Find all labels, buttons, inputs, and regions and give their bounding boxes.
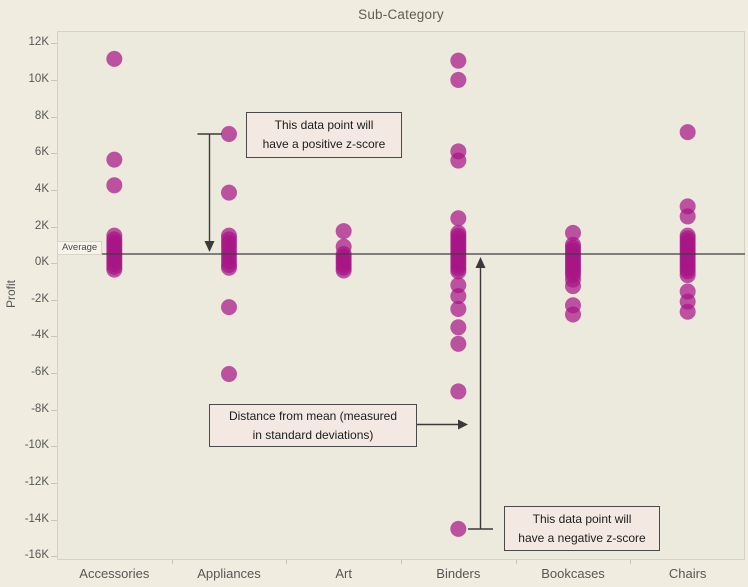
y-tick-label: 10K [28, 72, 49, 85]
y-tick-mark [51, 336, 57, 338]
x-category-label-accessories[interactable]: Accessories [79, 566, 150, 581]
y-tick-label: 0K [34, 256, 49, 269]
y-tick-mark [51, 483, 57, 485]
data-point[interactable] [450, 263, 467, 280]
y-tick-label: -4K [31, 329, 49, 342]
y-tick-mark [51, 226, 57, 228]
data-point[interactable] [335, 262, 352, 279]
x-category-label-art[interactable]: Art [335, 566, 352, 581]
x-tick-mark [630, 560, 632, 564]
annotation-text-line: in standard deviations) [252, 427, 374, 442]
annotation-text-line: This data point will [274, 118, 374, 132]
data-point[interactable] [450, 383, 467, 400]
y-tick-label: -8K [31, 402, 49, 415]
data-point[interactable] [450, 71, 467, 88]
y-tick-label: -12K [24, 476, 49, 489]
plot-area [57, 31, 745, 560]
y-tick-mark [51, 446, 57, 448]
data-point[interactable] [335, 223, 352, 240]
annotation-distance-from-mean: Distance from mean (measured in standard… [209, 404, 417, 447]
y-tick-mark [51, 409, 57, 411]
data-point[interactable] [106, 50, 123, 67]
y-tick-mark [51, 556, 57, 558]
x-tick-mark [401, 560, 402, 564]
data-point[interactable] [106, 261, 123, 278]
data-point[interactable] [221, 184, 237, 201]
x-category-label-binders[interactable]: Binders [436, 566, 481, 581]
y-tick-mark [51, 116, 57, 118]
y-tick-label: -2K [31, 292, 49, 305]
y-tick-label: -10K [24, 439, 49, 452]
annotation-text-line: have a negative z-score [518, 530, 646, 545]
data-point[interactable] [221, 299, 237, 316]
data-point[interactable] [450, 335, 467, 352]
data-point[interactable] [679, 124, 696, 141]
data-point[interactable] [679, 303, 696, 320]
annotation-text-line: Distance from mean (measured [228, 408, 398, 423]
data-point[interactable] [450, 152, 467, 169]
data-point[interactable] [221, 125, 237, 142]
x-tick-mark [171, 560, 173, 564]
chart-title: Sub-Category [358, 7, 444, 22]
data-point[interactable] [450, 277, 467, 294]
y-tick-mark [51, 153, 57, 155]
data-point[interactable] [679, 208, 696, 225]
data-point[interactable] [450, 319, 467, 336]
data-point[interactable] [450, 300, 467, 317]
data-point[interactable] [450, 288, 467, 305]
y-tick-label: -6K [31, 366, 49, 379]
y-tick-label: 8K [34, 109, 49, 122]
y-tick-mark [51, 79, 57, 81]
data-point[interactable] [450, 52, 467, 69]
x-category-label-appliances[interactable]: Appliances [197, 566, 261, 581]
x-tick-mark [515, 560, 517, 564]
y-tick-mark [51, 373, 57, 375]
data-point[interactable] [450, 210, 467, 227]
x-category-label-bookcases[interactable]: Bookcases [541, 566, 605, 581]
y-tick-label: -14K [24, 512, 49, 525]
annotation-positive-zscore: This data point will have a positive z-s… [246, 112, 402, 158]
annotation-text-line: This data point will [532, 511, 632, 526]
annotation-negative-zscore: This data point will have a negative z-s… [504, 506, 660, 551]
x-tick-mark [286, 560, 288, 564]
y-tick-label: 2K [34, 219, 49, 232]
average-line-label: Average [57, 241, 103, 255]
y-tick-mark [51, 43, 57, 45]
annotation-text-line: have a positive z-score [262, 137, 386, 151]
data-point[interactable] [565, 224, 581, 241]
y-tick-label: 6K [34, 146, 49, 159]
y-tick-label: -16K [24, 549, 49, 562]
data-point[interactable] [106, 177, 123, 194]
y-tick-mark [51, 189, 57, 191]
data-point[interactable] [106, 151, 123, 168]
data-point[interactable] [565, 278, 581, 295]
data-point[interactable] [450, 520, 467, 537]
y-tick-label: 4K [34, 182, 49, 195]
data-point[interactable] [221, 366, 237, 383]
data-point[interactable] [565, 306, 581, 323]
data-point[interactable] [221, 259, 237, 276]
y-tick-mark [51, 299, 57, 301]
x-category-label-chairs[interactable]: Chairs [668, 566, 707, 581]
y-tick-label: 12K [28, 36, 49, 49]
data-point[interactable] [679, 267, 696, 284]
y-tick-mark [51, 263, 57, 265]
y-tick-mark [51, 519, 57, 521]
